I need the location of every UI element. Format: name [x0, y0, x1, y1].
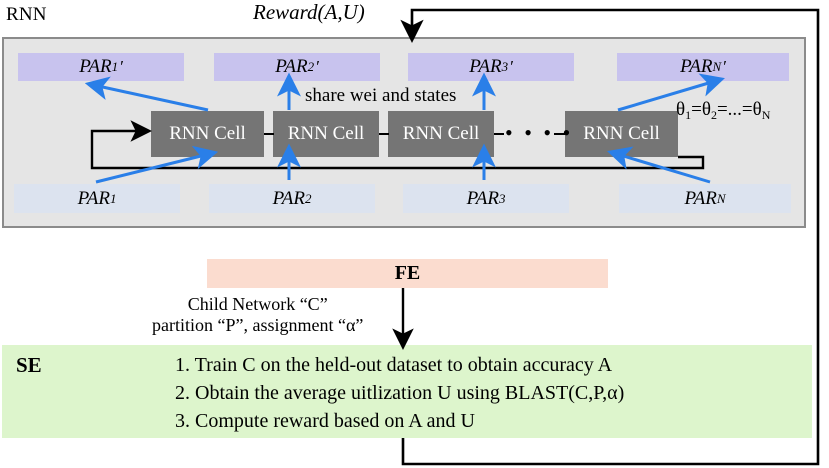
- fe-annotation-line-1: Child Network “C”: [187, 294, 328, 314]
- par-output-prime-1: ′: [119, 57, 123, 76]
- se-step-1: 1. Train C on the held-out dataset to ob…: [175, 354, 613, 376]
- par-input-base-2: PAR: [272, 187, 305, 209]
- par-output-prime-4: ′: [722, 57, 726, 76]
- se-step-list: 1. Train C on the held-out dataset to ob…: [175, 351, 624, 435]
- rnn-cell-1: RNN Cell: [151, 111, 264, 157]
- se-title: SE: [16, 353, 42, 377]
- cell-connector-1-2: [264, 133, 274, 135]
- rnn-cell-3: RNN Cell: [388, 111, 494, 157]
- cell-connector-dots-4: [554, 133, 565, 135]
- se-step-3: 3. Compute reward based on A and U: [175, 410, 475, 432]
- fe-annotation: Child Network “C” partition “P”, assignm…: [152, 294, 363, 336]
- par-output-base-2: PAR: [275, 56, 308, 77]
- par-output-prime-3: ′: [509, 57, 513, 76]
- par-output-base-1: PAR: [79, 56, 112, 77]
- theta-eq-1: =: [691, 99, 702, 120]
- par-output-sub-1: 1: [111, 59, 119, 74]
- theta-eq-2: =...=: [716, 99, 753, 120]
- par-input-sub-3: 3: [498, 190, 506, 206]
- fe-annotation-line-2: partition “P”, assignment “α”: [152, 315, 364, 335]
- par-output-base-3: PAR: [469, 56, 502, 77]
- rnn-cell-4: RNN Cell: [565, 111, 678, 157]
- par-output-sub-4: N: [712, 59, 722, 74]
- par-output-prime-2: ′: [315, 57, 319, 76]
- theta-equation-label: θ1=θ2=...=θN: [676, 99, 770, 123]
- par-input-sub-4: N: [716, 190, 726, 206]
- share-weights-label: share wei and states: [305, 85, 457, 106]
- theta-1: θ: [676, 99, 686, 120]
- fe-box: FE: [207, 259, 608, 288]
- se-step-2: 2. Obtain the average uitlization U usin…: [175, 382, 625, 404]
- cell-connector-2-3: [379, 133, 389, 135]
- par-input-base-1: PAR: [77, 187, 110, 209]
- par-input-base-3: PAR: [466, 187, 499, 209]
- par-input-sub-2: 2: [304, 190, 312, 206]
- par-output-sub-3: 3: [501, 59, 509, 74]
- par-input-sub-1: 1: [109, 190, 117, 206]
- theta-sub-3: N: [761, 108, 771, 122]
- par-input-base-4: PAR: [684, 187, 717, 209]
- cell-connector-3-dots: [494, 133, 504, 135]
- par-output-sub-2: 2: [307, 59, 315, 74]
- theta-3: θ: [752, 99, 762, 120]
- theta-2: θ: [701, 99, 711, 120]
- rnn-cell-2: RNN Cell: [273, 111, 379, 157]
- rnn-panel-title: RNN: [6, 4, 47, 25]
- reward-label: Reward(A,U): [253, 0, 365, 24]
- par-output-base-4: PAR: [680, 56, 713, 77]
